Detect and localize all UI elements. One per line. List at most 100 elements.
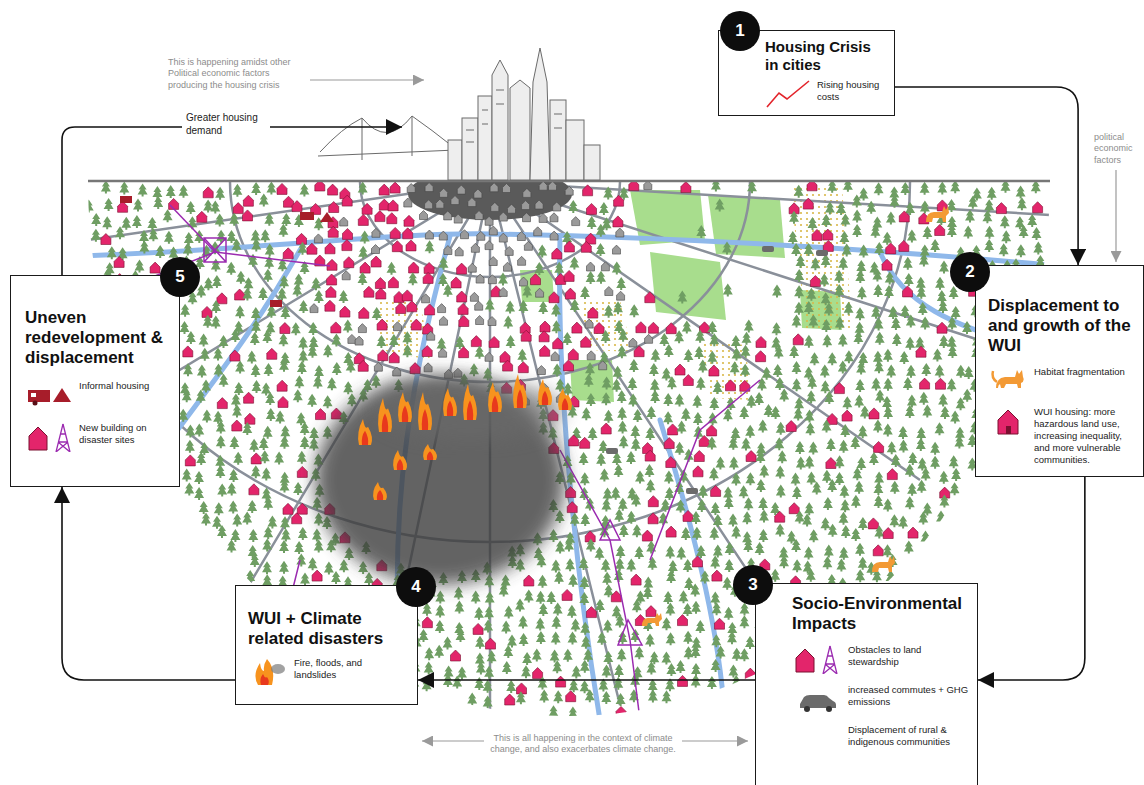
tree xyxy=(839,485,849,498)
wui-house xyxy=(292,201,302,212)
wui-house xyxy=(616,706,626,717)
tree xyxy=(376,335,386,348)
tree xyxy=(258,287,268,300)
tree xyxy=(280,516,290,529)
city-house xyxy=(439,231,447,240)
tree xyxy=(892,333,902,346)
tree xyxy=(214,364,224,377)
tree xyxy=(836,559,846,572)
wui-house xyxy=(277,183,287,194)
flame-core xyxy=(467,400,473,420)
tree xyxy=(744,319,754,332)
tree xyxy=(554,571,564,584)
tree xyxy=(844,350,854,363)
tree xyxy=(883,544,893,557)
wui-house xyxy=(297,466,307,477)
tree xyxy=(298,349,308,362)
wui-house xyxy=(786,421,796,432)
tree xyxy=(323,395,333,408)
tree xyxy=(549,705,559,718)
tree xyxy=(298,337,308,350)
tree xyxy=(483,680,493,693)
wui-house xyxy=(500,351,510,362)
cars xyxy=(606,246,828,494)
tree xyxy=(634,646,644,659)
tree xyxy=(586,393,596,406)
tree xyxy=(515,599,525,612)
tree xyxy=(856,260,866,273)
wui-house xyxy=(566,691,576,702)
wui-house xyxy=(666,526,676,537)
tree xyxy=(891,454,901,467)
tree xyxy=(635,471,645,484)
wui-house xyxy=(564,270,574,281)
tree xyxy=(807,376,817,389)
tree xyxy=(771,406,781,419)
tree xyxy=(232,514,242,527)
stage-detail: increased commutes + GHG emissions xyxy=(848,684,969,708)
tree xyxy=(938,300,948,313)
city-house xyxy=(587,351,595,360)
tree xyxy=(203,277,213,290)
city-house xyxy=(468,198,476,207)
wui-house xyxy=(278,396,288,407)
tree xyxy=(852,195,862,208)
tree xyxy=(601,691,611,704)
tree xyxy=(826,438,836,451)
stage-detail: Informal housing xyxy=(79,380,171,392)
wui-house xyxy=(699,435,709,446)
detail-row: increased commutes + GHG emissions xyxy=(792,684,969,714)
stage-detail: New building on disaster sites xyxy=(79,422,171,446)
tree xyxy=(503,645,513,658)
tree xyxy=(599,468,609,481)
tree xyxy=(835,472,845,485)
tree xyxy=(824,391,834,404)
tree xyxy=(633,409,643,422)
wui-house xyxy=(648,322,658,333)
tree xyxy=(263,497,273,510)
tree xyxy=(265,392,275,405)
stage-detail: Fire, floods, and landslides xyxy=(294,657,393,681)
tree xyxy=(602,664,612,677)
tree xyxy=(617,390,627,403)
detail-row: WUI housing: more hazardous land use, in… xyxy=(988,406,1137,465)
wui-house xyxy=(587,203,597,214)
tree xyxy=(930,456,940,469)
tree xyxy=(616,545,626,558)
city-house xyxy=(420,211,428,220)
tree xyxy=(535,617,545,630)
tree xyxy=(777,450,787,463)
tree xyxy=(202,409,212,422)
wui-house xyxy=(580,437,590,448)
tree xyxy=(675,442,685,455)
wui-house xyxy=(823,240,833,251)
tree xyxy=(668,560,678,573)
tree xyxy=(107,246,117,259)
city-house xyxy=(645,334,653,343)
tree xyxy=(314,540,324,553)
wui-house xyxy=(233,203,243,214)
wui-house xyxy=(407,301,417,312)
tree xyxy=(696,225,706,238)
none-icon xyxy=(792,724,842,754)
tree xyxy=(596,271,606,284)
tree xyxy=(538,677,548,690)
tree xyxy=(987,187,997,200)
tree xyxy=(872,269,882,282)
tree xyxy=(906,314,916,327)
stage-detail: Habitat fragmentation xyxy=(1034,366,1137,378)
tree xyxy=(788,231,798,244)
tree xyxy=(690,584,700,597)
wui-house xyxy=(331,322,341,333)
tree xyxy=(279,333,289,346)
wui-house xyxy=(707,425,717,436)
tree xyxy=(794,302,804,315)
wui-house xyxy=(388,200,398,211)
rivers xyxy=(80,234,1060,720)
tree xyxy=(1032,227,1042,240)
tree xyxy=(546,591,556,604)
tree xyxy=(889,514,899,527)
city-house xyxy=(471,243,479,252)
city-house xyxy=(601,262,609,271)
tree xyxy=(792,361,802,374)
